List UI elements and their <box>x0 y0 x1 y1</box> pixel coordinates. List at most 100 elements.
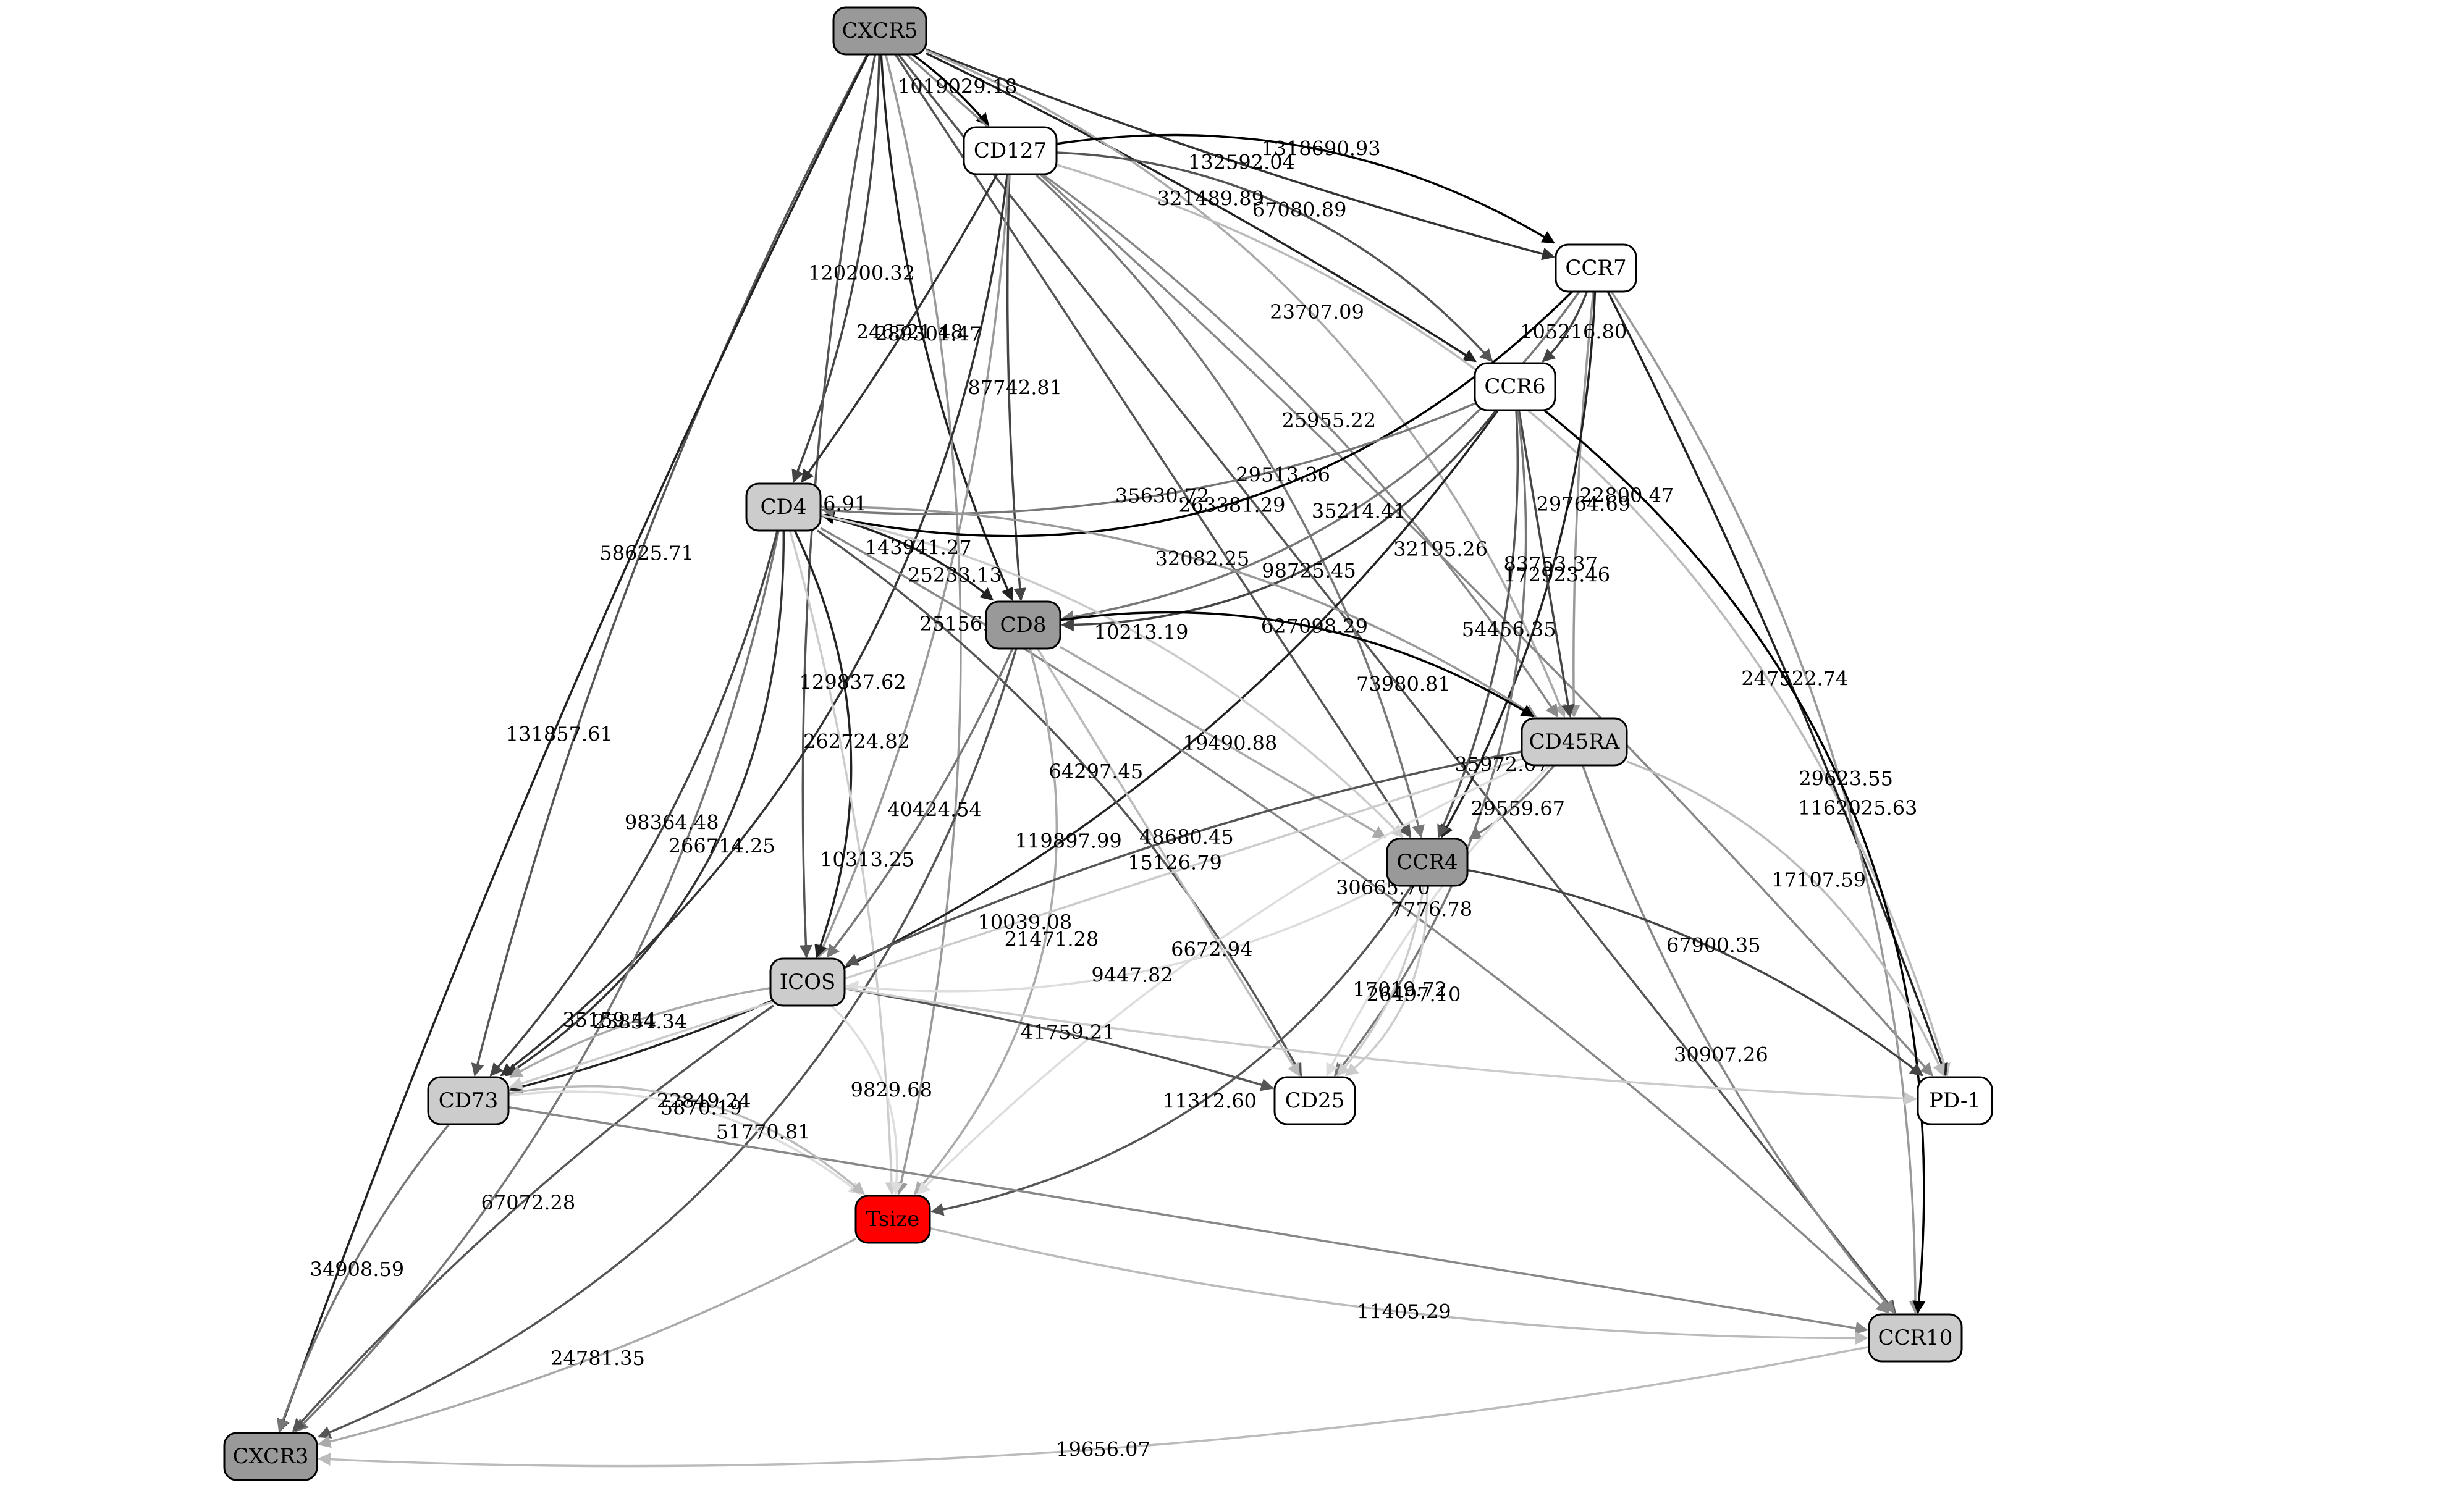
node-tsize: Tsize <box>854 1195 931 1244</box>
edge-label-cxcr5-to-ccr10: 73980.81 <box>1356 672 1451 695</box>
edge-label-cxcr5-to-pd-1: 32195.26 <box>1393 537 1488 561</box>
node-label-ccr7: CCR7 <box>1565 256 1626 280</box>
node-label-cd8: CD8 <box>1000 613 1047 637</box>
edge-cd45ra-to-cd25 <box>1326 764 1551 1077</box>
node-label-ccr10: CCR10 <box>1878 1326 1953 1350</box>
edge-label-cd8-to-tsize: 21471.28 <box>1005 928 1099 951</box>
edge-cd8-to-icos <box>826 648 1014 958</box>
node-box-tsize <box>854 1195 931 1244</box>
node-cxcr5: CXCR5 <box>832 6 927 56</box>
edge-cd127-to-cd8 <box>1006 174 1027 602</box>
edge-cd4-to-cd25 <box>816 529 1302 1077</box>
edge-icos-to-tsize <box>830 1004 903 1196</box>
node-box-ccr4 <box>1386 838 1469 887</box>
edge-label-cd127-to-pd-1: 22800.47 <box>1580 484 1674 507</box>
edge-label-icos-to-cd25: 41759.21 <box>1021 1020 1115 1044</box>
edge-tsize-to-cxcr3 <box>317 1237 856 1448</box>
edge-cxcr5-to-tsize <box>884 54 962 1196</box>
node-label-icos: ICOS <box>780 970 836 994</box>
node-box-cd127 <box>963 126 1058 175</box>
node-box-pd-1 <box>1917 1076 1993 1125</box>
node-label-cd73: CD73 <box>439 1088 499 1113</box>
node-label-cd25: CD25 <box>1285 1088 1345 1113</box>
edge-cd8-to-cxcr3 <box>318 648 1018 1439</box>
node-box-cxcr3 <box>223 1432 318 1481</box>
edge-label-cd8-to-cxcr3: 51770.81 <box>716 1120 811 1144</box>
node-cd25: CD25 <box>1273 1076 1356 1125</box>
edge-icos-to-cxcr3 <box>292 1004 774 1432</box>
edge-icos-to-cd73 <box>509 986 771 1078</box>
edge-ccr7-to-pd-1 <box>1606 291 1948 1077</box>
edge-label-cd45ra-to-ccr10: 30907.26 <box>1674 1043 1768 1067</box>
edge-label-ccr7-to-cd45ra: 29764.69 <box>1536 492 1631 516</box>
edge-cd45ra-to-icos <box>845 750 1522 966</box>
edge-cd127-to-pd-1 <box>1056 163 1951 1077</box>
edge-tsize-to-ccr10 <box>929 1227 1869 1345</box>
node-cd127: CD127 <box>963 126 1058 175</box>
edge-cd8-to-tsize <box>913 648 1058 1195</box>
edge-cd8-to-ccr4 <box>1060 645 1386 839</box>
node-box-ccr10 <box>1868 1313 1963 1363</box>
edge-cd127-to-cd4 <box>801 174 998 483</box>
node-label-ccr6: CCR6 <box>1484 374 1545 399</box>
edge-label-cd73-to-cxcr3: 34908.59 <box>310 1258 404 1281</box>
edge-cd127-to-ccr4 <box>1034 173 1425 839</box>
node-label-cd127: CD127 <box>974 138 1047 163</box>
edge-label-cd73-to-tsize: 5870.19 <box>660 1096 742 1120</box>
edge-cd45ra-to-cd73 <box>509 757 1522 1090</box>
edge-label-tsize-to-ccr10: 11405.29 <box>1357 1300 1451 1323</box>
edge-ccr4-to-cd25 <box>1336 885 1425 1077</box>
edge-label-ccr6-to-cd8: 98725.45 <box>1262 559 1356 582</box>
edge-label-cd4-to-ccr4: 10213.19 <box>1094 620 1189 644</box>
edge-label-cd4-to-cd45ra: 32082.25 <box>1155 547 1250 571</box>
edge-label-ccr6-to-ccr10: 1162025.63 <box>1798 796 1917 820</box>
edge-label-cd4-to-cd73: 266714.25 <box>669 834 775 858</box>
edge-label-cd45ra-to-ccr4: 29559.67 <box>1470 797 1565 820</box>
node-cxcr3: CXCR3 <box>223 1432 318 1481</box>
node-box-cd4 <box>745 482 822 532</box>
edge-label-ccr6-to-cd45ra: 83753.37 <box>1504 552 1598 576</box>
edge-cd4-to-cd8 <box>820 514 994 601</box>
edge-label-cxcr5-to-cd73: 58625.71 <box>599 541 694 565</box>
edge-label-cxcr5-to-cd127: 1019029.18 <box>898 75 1017 98</box>
edge-label-ccr7-to-cd4: 263381.29 <box>1178 494 1285 517</box>
edge-cd127-to-ccr7 <box>1056 133 1555 244</box>
node-ccr6: CCR6 <box>1474 362 1556 411</box>
edge-label-cd4-to-tsize: 10313.25 <box>820 847 914 871</box>
edge-label-cd45ra-to-pd-1: 17107.59 <box>1771 868 1866 892</box>
edge-ccr7-to-ccr6 <box>1542 291 1589 363</box>
edge-cd127-to-cd73 <box>500 174 1009 1077</box>
nodes-layer: CXCR5CD127CCR7CCR6CD4CD8CD45RACCR4ICOSCD… <box>223 6 1993 1481</box>
node-label-cd4: CD4 <box>761 495 807 519</box>
edge-label-icos-to-cd73: 23854.34 <box>593 1010 688 1033</box>
edge-label-cd8-to-ccr4: 19490.88 <box>1183 731 1278 755</box>
edge-cd73-to-ccr10 <box>508 1106 1869 1335</box>
node-box-cd25 <box>1273 1076 1356 1125</box>
edge-label-cd45ra-to-cd73: 10039.08 <box>977 910 1072 934</box>
edge-label-cd45ra-to-icos: 48680.45 <box>1139 825 1234 849</box>
edge-cxcr5-to-cd127 <box>911 53 990 127</box>
edge-label-cd127-to-ccr7: 1318690.93 <box>1261 137 1380 161</box>
edges-layer <box>277 48 1951 1468</box>
edge-cd4-to-cd73 <box>489 530 778 1077</box>
edge-cd4-to-icos <box>793 530 853 958</box>
node-label-cd45ra: CD45RA <box>1529 729 1620 754</box>
edge-label-cxcr5-to-ccr7: 132592.04 <box>1188 150 1295 174</box>
edge-label-cd4-to-cd8: 143941.27 <box>865 536 972 559</box>
edge-ccr4-to-pd-1 <box>1467 868 1923 1077</box>
edge-label-cd127-to-icos: 25233.13 <box>908 563 1002 587</box>
edge-label-cd45ra-to-tsize: 6672.94 <box>1171 938 1252 961</box>
edge-ccr7-to-ccr4 <box>1440 291 1597 838</box>
edge-label-cxcr5-to-cd8: 289301.47 <box>875 322 982 346</box>
node-label-cxcr3: CXCR3 <box>233 1444 309 1469</box>
edge-cd45ra-to-tsize <box>917 764 1524 1195</box>
edge-cd8-to-cd25 <box>1036 648 1301 1077</box>
edge-label-ccr4-to-tsize: 11312.60 <box>1162 1089 1257 1112</box>
edge-label-ccr6-to-ccr4: 54456.35 <box>1462 618 1556 641</box>
edge-label-ccr7-to-ccr4: 172923.46 <box>1503 563 1610 587</box>
node-box-cd8 <box>985 600 1061 650</box>
edge-label-cd4-to-cd25: 64297.45 <box>1049 760 1144 783</box>
node-box-cd73 <box>427 1076 510 1125</box>
edge-label-tsize-to-cxcr3: 24781.35 <box>551 1347 645 1370</box>
edge-label-ccr4-to-pd-1: 67900.35 <box>1666 934 1761 957</box>
